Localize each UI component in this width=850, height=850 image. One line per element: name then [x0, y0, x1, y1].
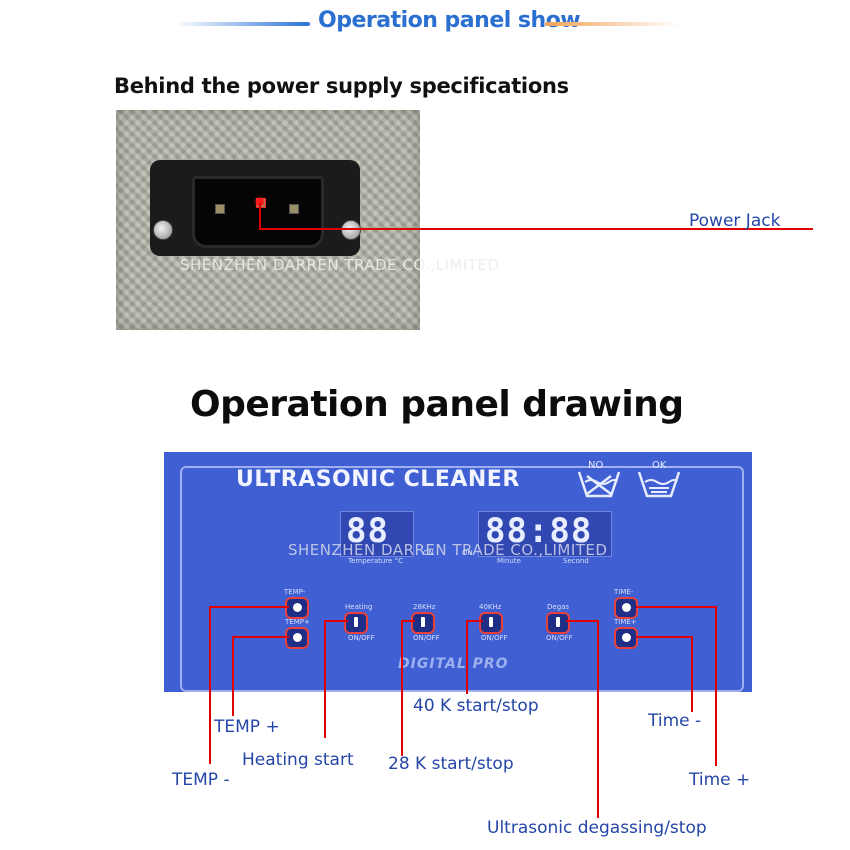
callout-time-minus: Time -	[648, 711, 702, 731]
wash-ok-icon	[635, 462, 683, 502]
wash-ok-label: OK	[652, 460, 667, 471]
wash-no-label: NO	[588, 460, 604, 471]
time-plus-label: TIME+	[614, 618, 637, 626]
callout-line	[259, 202, 261, 229]
screw-icon	[341, 220, 361, 240]
callout-line	[636, 636, 692, 638]
callout-40k: 40 K start/stop	[413, 696, 539, 716]
panel-brand: DIGITAL PRO	[398, 656, 509, 672]
onoff-label: ON/OFF	[481, 634, 508, 642]
onoff-label: ON/OFF	[546, 634, 573, 642]
second-label: Second	[563, 557, 589, 565]
callout-line	[691, 636, 693, 712]
header-title: Operation panel show	[318, 8, 581, 33]
callout-time-plus: Time +	[689, 770, 751, 790]
callout-line	[401, 620, 415, 622]
temp-plus-label: TEMP+	[285, 618, 310, 626]
callout-temp-minus: TEMP -	[172, 770, 230, 790]
panel-name: ULTRASONIC CLEANER	[236, 467, 520, 492]
temp-minus-label: TEMP-	[284, 588, 306, 596]
callout-line	[232, 636, 234, 716]
callout-line	[232, 636, 289, 638]
callout-line	[259, 228, 813, 230]
header-line-right	[545, 22, 680, 26]
callout-line	[466, 620, 468, 694]
screw-icon	[153, 220, 173, 240]
temperature-readout: 88	[346, 511, 389, 551]
temperature-display	[340, 511, 414, 557]
degas-label: Degas	[547, 603, 570, 611]
callout-line	[401, 620, 403, 756]
callout-temp-plus: TEMP +	[214, 717, 280, 737]
time-display	[478, 511, 612, 557]
callout-line	[209, 606, 211, 764]
heating-button[interactable]	[344, 612, 368, 634]
onoff-label: ON/OFF	[413, 634, 440, 642]
callout-line	[715, 606, 717, 766]
wash-no-icon	[575, 462, 623, 502]
panel-border	[180, 466, 744, 692]
power-jack-label: Power Jack	[689, 211, 781, 231]
callout-line	[466, 620, 483, 622]
callout-28k: 28 K start/stop	[388, 754, 514, 774]
40khz-button[interactable]	[479, 612, 503, 634]
callout-degas: Ultrasonic degassing/stop	[487, 818, 707, 838]
time-plus-button[interactable]	[614, 627, 638, 649]
time-readout: 88:88	[485, 511, 593, 551]
minute-label: Minute	[497, 557, 521, 565]
power-section-title: Behind the power supply specifications	[114, 74, 569, 98]
28khz-button[interactable]	[411, 612, 435, 634]
callout-line	[566, 620, 598, 622]
callout-line	[597, 620, 599, 818]
watermark-text: SHENZHEN DARREN TRADE CO.,LIMITED	[288, 541, 608, 559]
panel-section-title: Operation panel drawing	[190, 384, 684, 425]
on-label: ON	[462, 549, 473, 557]
callout-line	[324, 620, 326, 738]
callout-line	[324, 620, 348, 622]
socket-pin-left	[215, 204, 225, 214]
temperature-label: Temperature °C	[348, 557, 403, 565]
time-minus-label: TIME-	[614, 588, 634, 596]
callout-line	[209, 606, 289, 608]
header-line-left	[175, 22, 310, 26]
on-label: ON	[423, 549, 434, 557]
degas-button[interactable]	[546, 612, 570, 634]
onoff-label: ON/OFF	[348, 634, 375, 642]
28khz-label: 28KHz	[413, 603, 436, 611]
temp-minus-button[interactable]	[285, 597, 309, 619]
40khz-label: 40KHz	[479, 603, 502, 611]
socket-pin-right	[289, 204, 299, 214]
watermark-text: SHENZHEN DARREN TRADE CO.,LIMITED	[180, 256, 500, 274]
callout-heating: Heating start	[242, 750, 354, 770]
time-minus-button[interactable]	[614, 597, 638, 619]
temp-plus-button[interactable]	[285, 627, 309, 649]
heating-label: Heating	[345, 603, 373, 611]
callout-line	[636, 606, 716, 608]
power-socket-inlet	[192, 176, 324, 248]
